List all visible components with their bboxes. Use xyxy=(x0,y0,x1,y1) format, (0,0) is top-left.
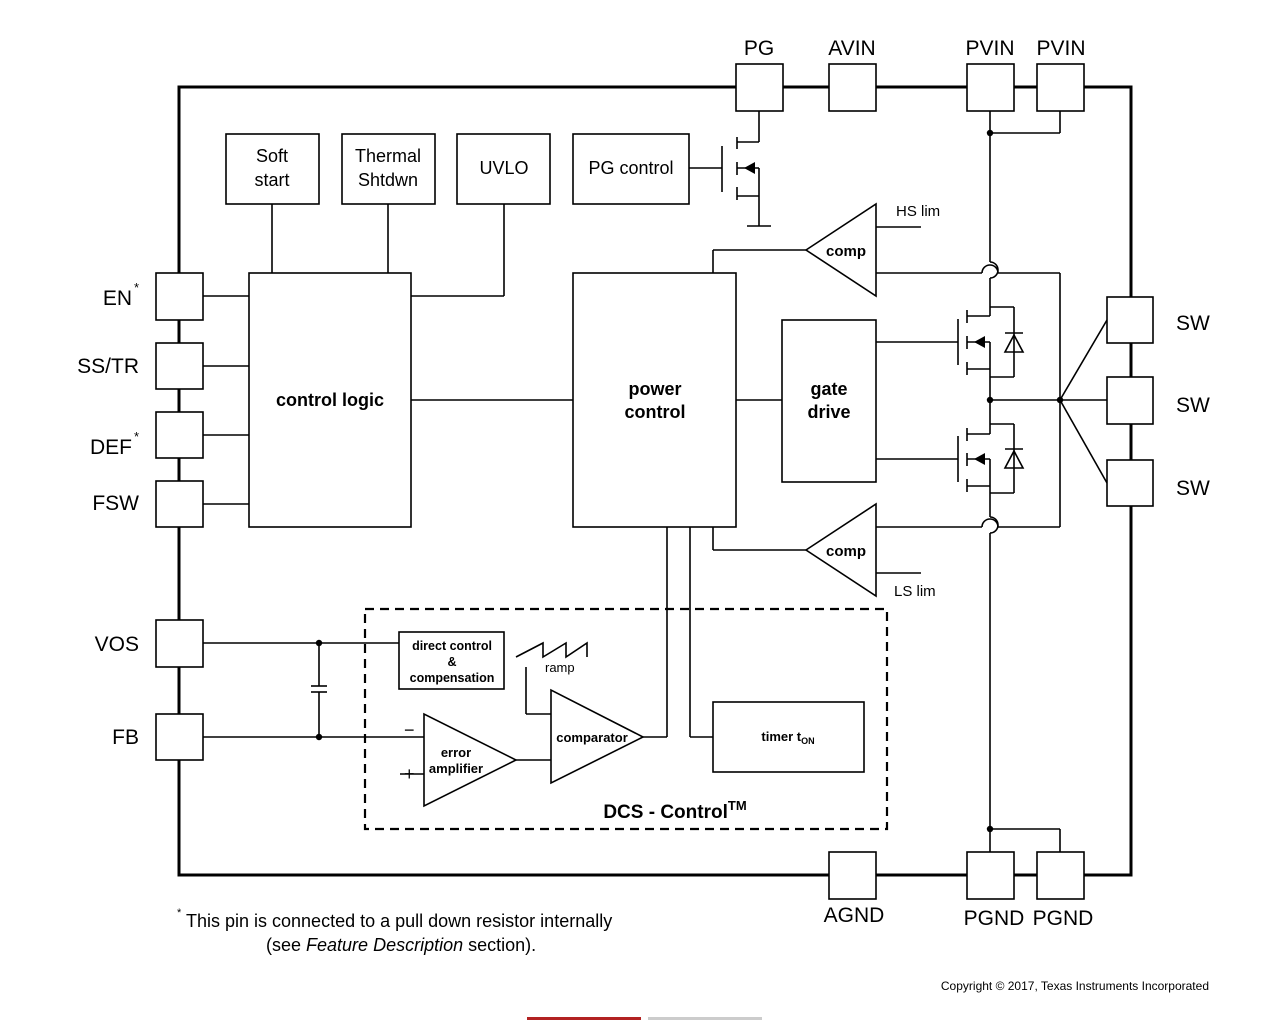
timer-label: timer tON xyxy=(761,729,814,746)
pin-pvin2-box xyxy=(1036,63,1085,112)
direct-control-label-2: & xyxy=(447,655,456,669)
direct-control-label-1: direct control xyxy=(412,639,492,653)
comparator-label: comparator xyxy=(556,730,628,745)
pg-control-label: PG control xyxy=(588,158,673,178)
error-amplifier-triangle xyxy=(423,712,518,808)
direct-control-block xyxy=(398,631,505,690)
pin-sw2-box xyxy=(1106,376,1154,425)
ramp-label: ramp xyxy=(545,660,575,675)
soft-start-block xyxy=(225,133,320,205)
comp-top-triangle xyxy=(804,202,877,298)
hs-lim-label: HS lim xyxy=(896,203,940,220)
pin-pg-box xyxy=(735,63,784,112)
junction-dots xyxy=(315,129,1064,833)
copyright-notice: Copyright © 2017, Texas Instruments Inco… xyxy=(941,979,1209,993)
pin-pgnd2-box xyxy=(1036,851,1085,900)
pin-vos-label: VOS xyxy=(95,633,139,656)
pin-pvin2-label: PVIN xyxy=(1036,37,1085,60)
dcs-control-label: DCS - ControlTM xyxy=(603,798,746,823)
comparator-triangle xyxy=(550,688,645,785)
pin-def-box xyxy=(155,411,204,459)
pin-def-label: DEF xyxy=(90,436,132,459)
control-logic-label: control logic xyxy=(276,390,384,410)
dcs-control-region xyxy=(363,607,889,831)
pg-control-block xyxy=(572,133,690,205)
minus-sign: − xyxy=(404,720,415,740)
soft-start-label-1: Soft xyxy=(256,146,288,166)
footnote-line-2-italic: Feature Description xyxy=(306,935,463,955)
error-amp-label-2: amplifier xyxy=(429,761,483,776)
pins xyxy=(155,63,1154,900)
pin-pvin1-box xyxy=(966,63,1015,112)
footnote-line-1: This pin is connected to a pull down res… xyxy=(186,911,612,931)
pin-sw1-box xyxy=(1106,296,1154,344)
pin-sw2-label: SW xyxy=(1176,394,1210,417)
control-logic-block xyxy=(248,272,412,528)
page-tab-inactive xyxy=(648,1017,762,1020)
ls-lim-label: LS lim xyxy=(894,583,936,600)
plus-sign: + xyxy=(404,764,415,784)
comp-top-label: comp xyxy=(826,243,866,260)
pin-pgnd1-box xyxy=(966,851,1015,900)
pin-sw1-label: SW xyxy=(1176,312,1210,335)
pin-pvin1-label: PVIN xyxy=(965,37,1014,60)
thermal-shutdown-block xyxy=(341,133,436,205)
pin-avin-label: AVIN xyxy=(828,37,875,60)
error-amp-label-1: error xyxy=(441,745,471,760)
footnote-line-2-post: section). xyxy=(463,935,536,955)
footnote-asterisk: * xyxy=(177,907,182,919)
pin-agnd-label: AGND xyxy=(824,904,885,927)
pin-vos-box xyxy=(155,619,204,668)
pin-fb-box xyxy=(155,713,204,761)
power-control-label-2: control xyxy=(625,402,686,422)
pin-ss-tr-label: SS/TR xyxy=(77,355,139,378)
timer-label-subscript: ON xyxy=(801,736,815,746)
gate-drive-block xyxy=(781,319,877,483)
pin-fb-label: FB xyxy=(112,726,139,749)
thermal-label-1: Thermal xyxy=(355,146,421,166)
footnote-line-2: (see Feature Description section). xyxy=(266,935,536,955)
timer-label-text: timer t xyxy=(761,729,801,744)
pg-transistor xyxy=(721,137,760,200)
gate-drive-label-1: gate xyxy=(810,379,847,399)
gate-drive-label-2: drive xyxy=(807,402,850,422)
pin-sw3-label: SW xyxy=(1176,477,1210,500)
pin-def-asterisk: * xyxy=(134,429,139,444)
footnote-line-2-pre: (see xyxy=(266,935,306,955)
pin-en-box xyxy=(155,272,204,321)
power-control-label-1: power xyxy=(628,379,681,399)
pin-fsw-label: FSW xyxy=(92,492,139,515)
direct-control-label-3: compensation xyxy=(410,671,495,685)
pin-fsw-box xyxy=(155,480,204,528)
pin-pgnd1-label: PGND xyxy=(964,907,1025,930)
dcs-control-text: DCS - Control xyxy=(603,802,728,823)
uvlo-block xyxy=(456,133,551,205)
thermal-label-2: Shtdwn xyxy=(358,170,418,190)
pin-pg-label: PG xyxy=(744,37,774,60)
pin-agnd-box xyxy=(828,851,877,900)
pin-pgnd2-label: PGND xyxy=(1033,907,1094,930)
power-control-block xyxy=(572,272,737,528)
timer-block xyxy=(712,701,865,773)
soft-start-label-2: start xyxy=(254,170,289,190)
dcs-control-tm: TM xyxy=(728,798,747,813)
pin-en-label: EN xyxy=(103,287,132,310)
pin-avin-box xyxy=(828,63,877,112)
comp-bottom-label: comp xyxy=(826,543,866,560)
pin-ss-tr-box xyxy=(155,342,204,390)
uvlo-label: UVLO xyxy=(479,158,528,178)
page-tab-active xyxy=(527,1017,641,1020)
pin-en-asterisk: * xyxy=(134,280,139,295)
low-side-fet xyxy=(957,423,1025,494)
high-side-fet xyxy=(957,306,1025,378)
pin-sw3-box xyxy=(1106,459,1154,507)
wires xyxy=(203,111,1108,852)
comp-bottom-triangle xyxy=(804,502,877,598)
